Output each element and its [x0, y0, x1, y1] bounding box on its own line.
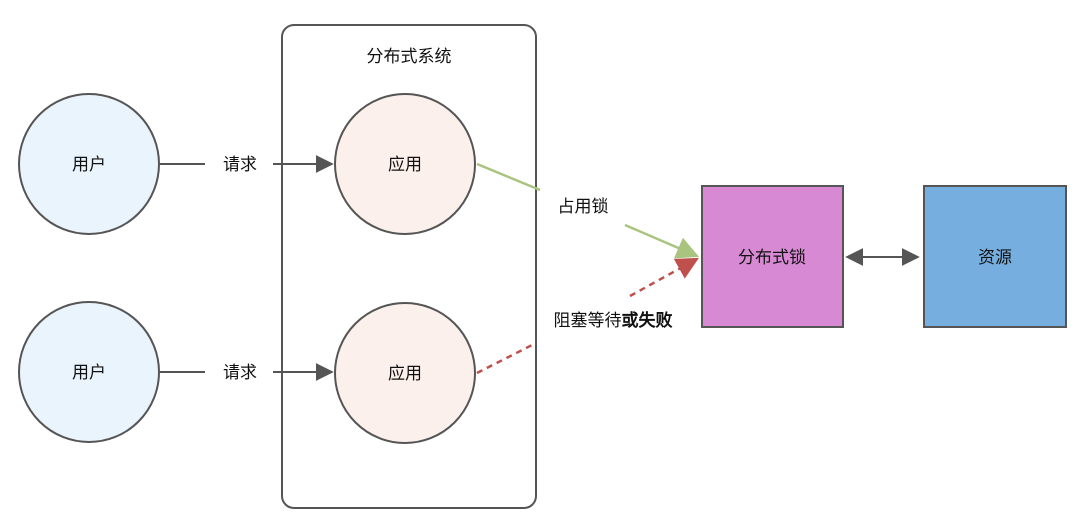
user-label-2: 用户	[72, 363, 106, 383]
blocked-label-part2: 或失败	[622, 310, 673, 331]
blocked-label-part1: 阻塞等待	[554, 311, 622, 331]
distributed-system-title: 分布式系统	[367, 47, 452, 67]
distributed-lock-label: 分布式锁	[738, 248, 806, 268]
acquire-lock-label: 占用锁	[558, 197, 609, 217]
user-node-2	[18, 301, 160, 443]
distributed-lock-node	[701, 185, 844, 328]
acquire-lock-edge-start	[476, 162, 541, 192]
blocked-label: 阻塞等待或失败	[554, 310, 673, 331]
request-label-1: 请求	[223, 155, 257, 175]
acquire-lock-edge-end	[624, 223, 700, 259]
user-label-1: 用户	[72, 155, 106, 175]
blocked-edge-end	[629, 257, 699, 298]
request-label-2: 请求	[223, 363, 257, 383]
app-node-1	[334, 93, 476, 235]
user-node-1	[18, 93, 160, 235]
app-node-2	[334, 302, 476, 444]
resource-node	[923, 185, 1067, 328]
distributed-system-box	[281, 24, 537, 509]
resource-label: 资源	[978, 248, 1012, 268]
app-label-1: 应用	[388, 155, 422, 175]
app-label-2: 应用	[388, 364, 422, 384]
blocked-edge-start	[476, 341, 537, 375]
